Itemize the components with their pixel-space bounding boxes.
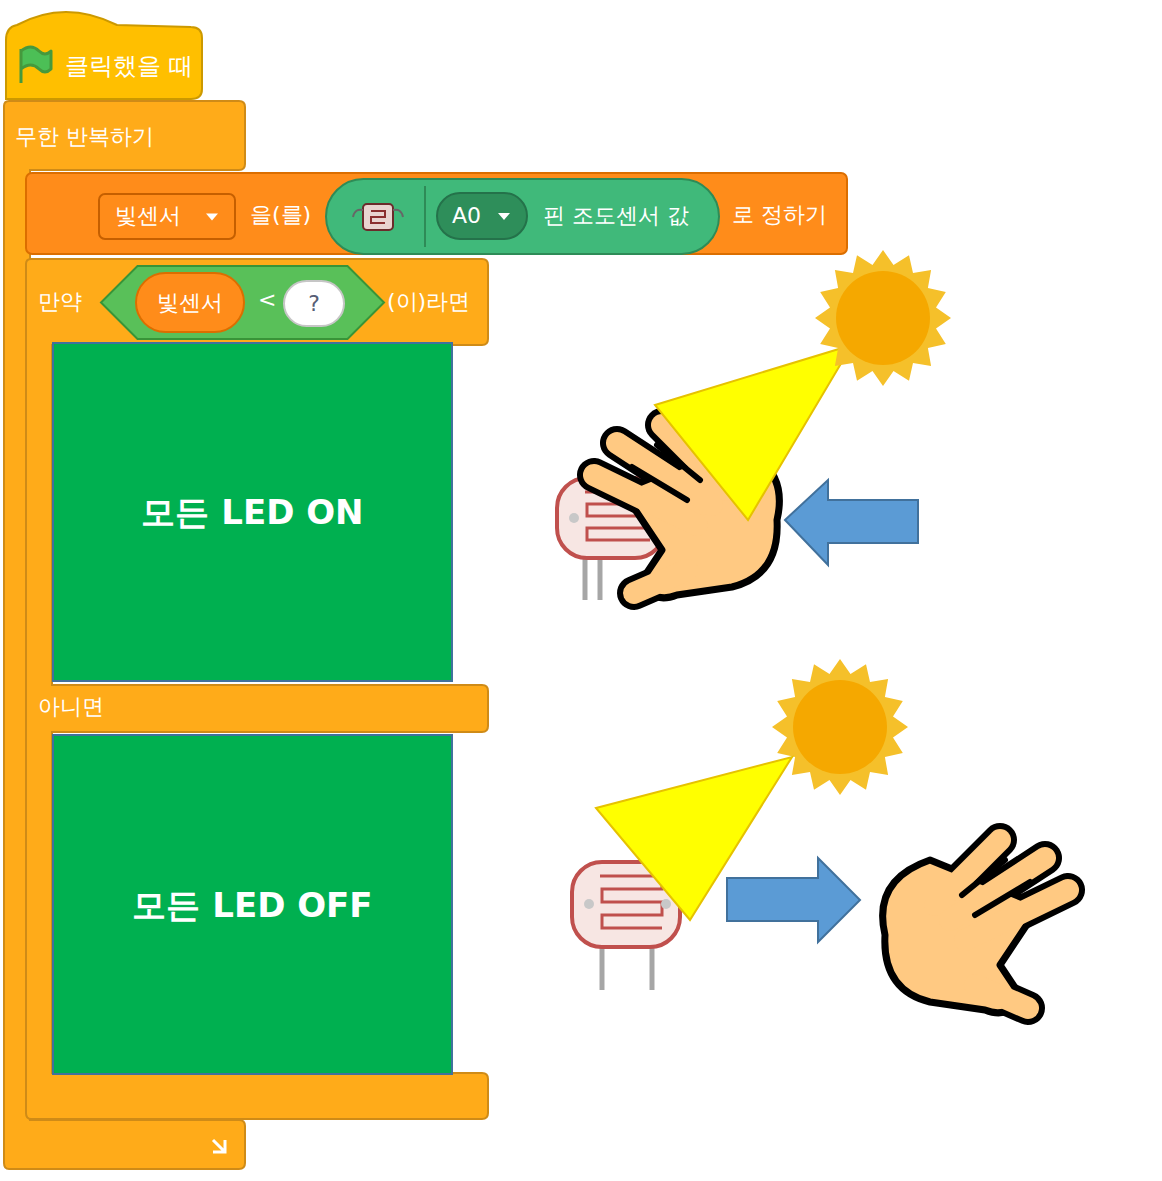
sun-rays — [772, 659, 908, 795]
pin-dropdown-outline — [437, 193, 527, 239]
dropdown-arrow — [206, 214, 218, 221]
block-label: (이)라면 — [387, 289, 470, 315]
sensor-leg — [583, 555, 588, 600]
action-box-outline — [53, 343, 452, 681]
block-label: 을(를) — [250, 202, 311, 228]
variable-dropdown-outline — [99, 194, 235, 239]
sensor-icon-legs — [353, 210, 403, 217]
block-label: 로 정하기 — [732, 202, 827, 228]
block-label: 클릭했을 때 — [65, 52, 193, 81]
hat-block: 클릭했을 때 — [5, 5, 203, 100]
sensor-leg — [598, 555, 603, 600]
block-label: 빛센서 — [115, 203, 181, 229]
sensor-dot — [661, 899, 671, 909]
hat-shape — [6, 12, 202, 99]
sun-rays — [815, 250, 951, 386]
pin-dropdown: A0 — [436, 192, 528, 240]
green-flag — [21, 47, 51, 83]
block-label: 빛센서 — [157, 289, 223, 315]
set-variable-block: 을(를) 로 정하기 빛센서 핀 조도센서 값 A0 — [25, 172, 848, 255]
sensor-dot — [569, 513, 579, 523]
block-label: 아니면 — [38, 694, 104, 720]
sensor-reporter-outline — [326, 179, 719, 254]
divider — [424, 186, 426, 247]
sun — [836, 271, 930, 365]
sensor-icon — [363, 204, 393, 230]
forever-block: 무한 반복하기을(를)로 정하기빛센서핀 조도센서 값A0만약(이)라면아니면<… — [3, 100, 248, 1170]
sun — [793, 680, 887, 774]
action-box-outline — [53, 735, 452, 1074]
set-variable-block-outline — [26, 173, 847, 254]
pin-dropdown-shape — [436, 192, 528, 240]
block-label: < — [258, 287, 276, 313]
block-label: 모든 LED ON — [141, 492, 363, 533]
block-label: 무한 반복하기 — [15, 124, 154, 150]
block-label: 만약 — [38, 289, 82, 315]
number-input-outline — [284, 281, 344, 326]
block-label: ? — [308, 290, 320, 316]
action-box: 모든 LED ON — [52, 342, 453, 682]
sensor-track — [600, 876, 662, 928]
hand — [883, 840, 1068, 1013]
variable-reporter-outline — [136, 273, 244, 332]
action-box: 모든 LED OFF — [52, 734, 453, 1075]
dropdown-arrow — [498, 213, 510, 220]
sensor-leg — [650, 945, 655, 990]
if-else-block: 만약 (이)라면아니면 < 빛센서? 모든 LED ON 모든 LED OFF — [25, 258, 490, 1120]
sensor-reporter: 핀 조도센서 값 A0 — [325, 178, 720, 255]
block-label: 모든 LED OFF — [132, 884, 372, 925]
loop-arrow — [213, 1140, 225, 1152]
sensor-icon-track — [371, 211, 385, 223]
blue-arrow — [727, 858, 860, 942]
compare-condition: < 빛센서? — [100, 265, 385, 340]
sensor-leg — [600, 945, 605, 990]
blue-arrow — [785, 480, 918, 565]
variable-reporter: 빛센서 — [135, 272, 245, 333]
block-label: A0 — [452, 203, 481, 229]
variable-dropdown: 빛센서 — [98, 193, 236, 240]
if-else-shape — [26, 259, 488, 1119]
block-label: 핀 조도센서 값 — [543, 203, 689, 229]
hexagon-shape — [101, 266, 384, 339]
number-input: ? — [283, 280, 345, 327]
sensor-dot — [584, 899, 594, 909]
